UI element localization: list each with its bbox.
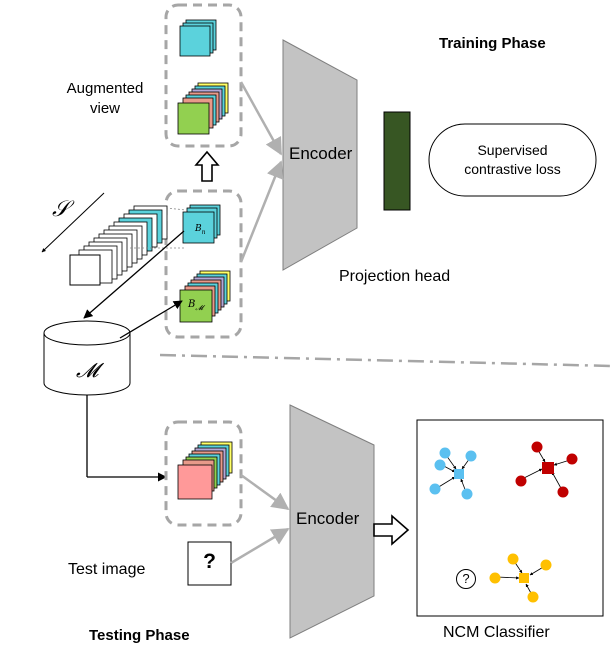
stream-batch-letter: B	[195, 224, 202, 234]
test-memory-to-encoder-arrow	[240, 473, 290, 511]
test-memory-box	[164, 420, 243, 527]
ncm-classifier-title: NCM Classifier	[443, 624, 550, 641]
encoder-to-classifier-arrow-icon	[373, 514, 410, 546]
projection-head-bar	[383, 111, 411, 211]
projection-head-label: Projection head	[339, 268, 451, 285]
stream-batch-label: Bn	[195, 224, 206, 236]
memory-batch-stack	[179, 270, 231, 323]
memory-batch-letter: B	[188, 299, 196, 310]
test-memory-stack	[177, 441, 233, 500]
augment-up-arrow-icon	[194, 150, 220, 182]
contrastive-loss-box	[428, 123, 597, 197]
training-phase-title: Training Phase	[439, 35, 546, 52]
augmented-label-line2: view	[89, 100, 120, 117]
memory-batch-sub: 𝓜	[195, 304, 204, 312]
testing-encoder-shape	[289, 404, 375, 639]
batch-to-memory-arrow	[83, 230, 185, 319]
contrastive-loss-label: Supervised contrastive loss	[429, 141, 596, 179]
test-image-to-encoder-arrow	[230, 527, 290, 565]
class-cluster-yellow	[489, 553, 552, 603]
stream-symbol: 𝒮	[52, 197, 70, 222]
augmented-view-box	[164, 3, 243, 148]
query-symbol: ?	[462, 571, 470, 586]
memory-to-batch-arrow	[119, 300, 183, 339]
training-encoder-shape	[282, 39, 358, 271]
augmented-cyan-stack	[179, 19, 217, 57]
stream-direction-arrow	[41, 192, 105, 253]
class-cluster-blue	[429, 447, 477, 500]
augmented-to-encoder-arrow	[239, 81, 283, 156]
memory-symbol: 𝓜	[76, 358, 99, 382]
class-cluster-red	[515, 441, 578, 498]
data-stream-stack	[69, 205, 168, 286]
testing-phase-title: Testing Phase	[89, 627, 190, 644]
memory-batch-label: B𝓜	[188, 299, 203, 313]
phase-separator-line	[159, 353, 613, 368]
augmented-view-label: Augmented view	[50, 79, 160, 119]
augmented-green-stack	[177, 82, 229, 135]
loss-label-line2: contrastive loss	[464, 161, 561, 177]
stream-batch-stack	[182, 204, 221, 244]
test-image-box	[187, 541, 232, 586]
test-image-question-mark: ?	[203, 550, 216, 573]
training-encoder-label: Encoder	[289, 144, 353, 163]
loss-label-line1: Supervised	[477, 142, 548, 158]
stream-guide-top	[165, 207, 187, 211]
stream-batch-sub: n	[201, 228, 206, 236]
memory-buffer-cylinder	[43, 320, 131, 396]
query-sample-circle	[456, 569, 476, 589]
testing-encoder-label: Encoder	[296, 509, 360, 528]
test-image-label: Test image	[68, 561, 146, 578]
batch-to-encoder-arrow	[239, 160, 284, 263]
augmented-label-line1: Augmented	[66, 80, 144, 97]
